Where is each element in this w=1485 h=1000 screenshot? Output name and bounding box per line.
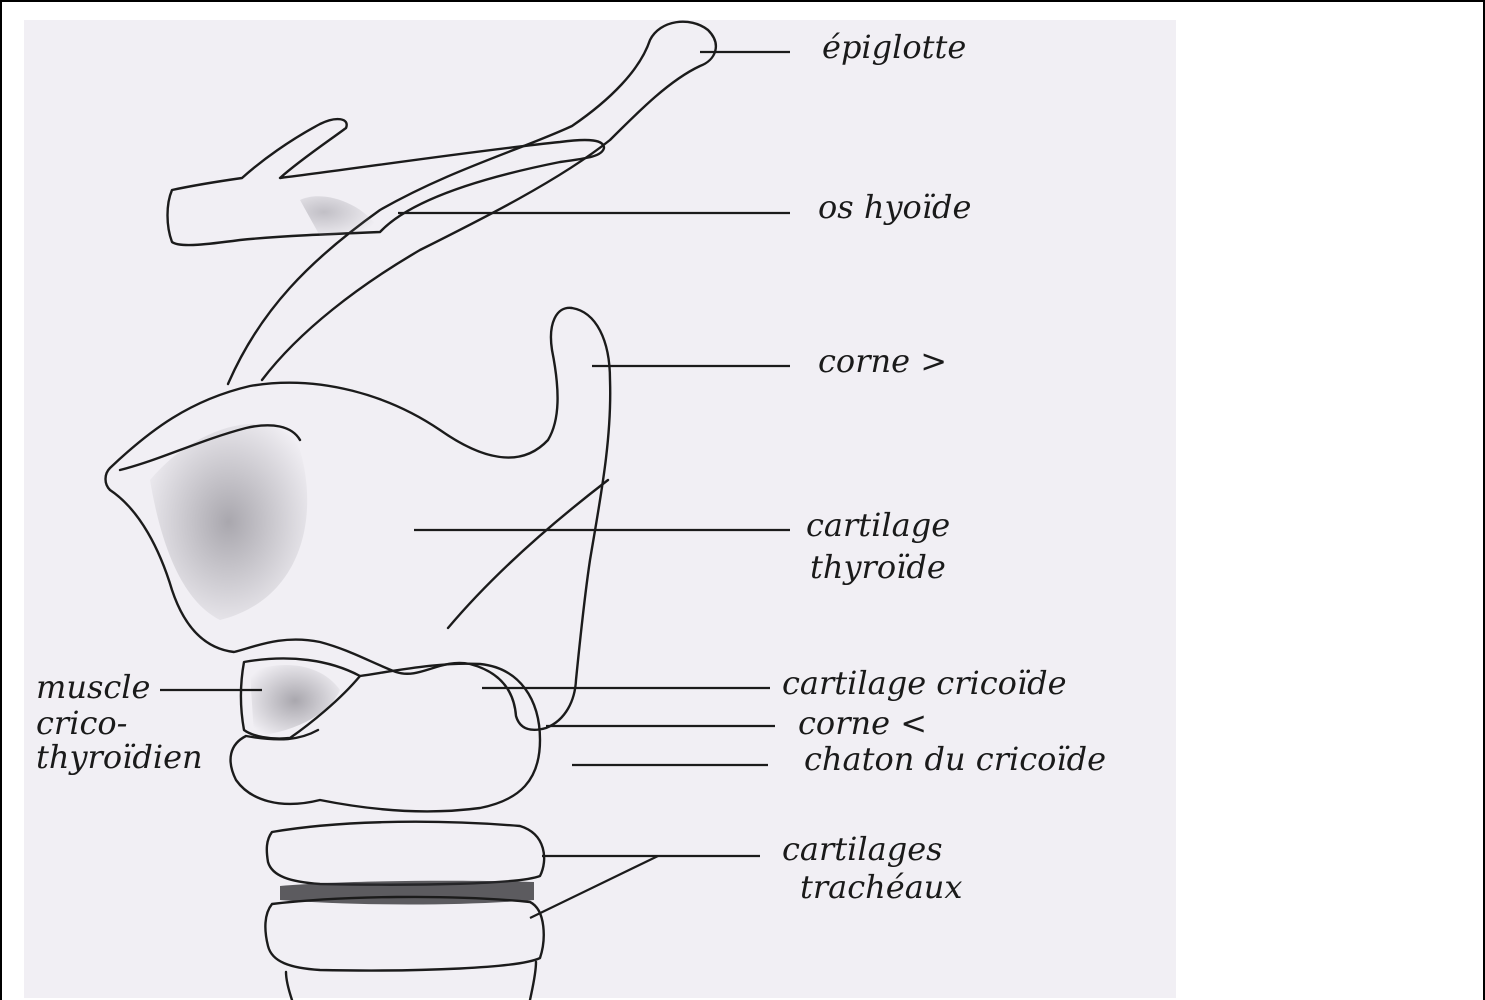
thyroid-cartilage-shape <box>106 308 611 730</box>
epiglottis-shape <box>228 22 716 384</box>
label-thyroide-line2: thyroïde <box>810 548 946 586</box>
leader-tracheaux-b <box>530 856 658 918</box>
label-tracheaux-line2: trachéaux <box>800 868 962 906</box>
tracheal-rings-shape <box>265 822 544 1000</box>
label-muscle-line2: crico- <box>36 704 127 742</box>
label-muscle-line1: muscle <box>36 668 150 706</box>
label-tracheaux-line1: cartilages <box>782 830 943 868</box>
label-epiglotte: épiglotte <box>822 28 966 66</box>
label-chaton: chaton du cricoïde <box>804 740 1106 778</box>
label-corne-inf: corne < <box>798 704 927 742</box>
label-muscle-line3: thyroïdien <box>36 738 203 776</box>
label-os-hyoide: os hyoïde <box>818 188 971 226</box>
label-cricoide: cartilage cricoïde <box>782 664 1067 702</box>
label-corne-sup: corne > <box>818 342 947 380</box>
cricoid-cartilage-shape <box>231 658 540 811</box>
label-thyroide-line1: cartilage <box>806 506 950 544</box>
hyoid-bone-shape <box>168 119 605 245</box>
